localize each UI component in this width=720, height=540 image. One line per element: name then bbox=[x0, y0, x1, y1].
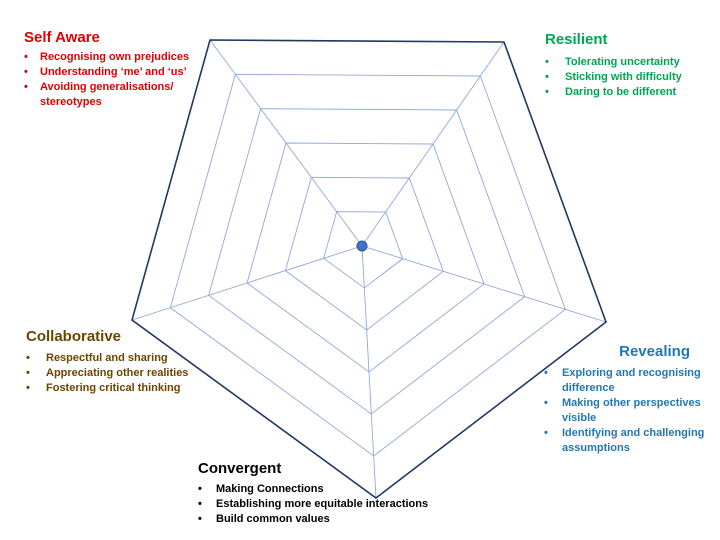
collaborative-item: Appreciating other realities bbox=[26, 366, 226, 381]
radar-ring bbox=[323, 211, 404, 289]
collaborative-item: Fostering critical thinking bbox=[26, 381, 226, 396]
self-aware-item-continuation: stereotypes bbox=[40, 96, 102, 108]
revealing-item: Exploring and recognising difference bbox=[544, 366, 716, 396]
collaborative-title: Collaborative bbox=[26, 328, 122, 345]
radar-ring bbox=[208, 108, 526, 415]
revealing-item: Identifying and challenging assumptions bbox=[544, 426, 716, 456]
radar-ring bbox=[246, 142, 485, 373]
resilient-item: Tolerating uncertainty bbox=[545, 55, 715, 70]
collaborative-list: Respectful and sharing Appreciating othe… bbox=[26, 351, 226, 396]
self-aware-item: Recognising own prejudices bbox=[24, 50, 224, 65]
revealing-group: Revealing Exploring and recognising diff… bbox=[544, 343, 716, 456]
revealing-list: Exploring and recognising difference Mak… bbox=[544, 366, 716, 456]
self-aware-item: Avoiding generalisations/ bbox=[24, 80, 224, 95]
collaborative-item: Respectful and sharing bbox=[26, 351, 226, 366]
resilient-list: Tolerating uncertainty Sticking with dif… bbox=[545, 55, 715, 100]
revealing-item: Making other perspectives visible bbox=[544, 396, 716, 426]
resilient-title: Resilient bbox=[545, 31, 608, 48]
radar-ring bbox=[169, 73, 566, 457]
radar-outer-ring bbox=[131, 39, 607, 499]
convergent-title: Convergent bbox=[198, 460, 282, 477]
collaborative-group: Collaborative Respectful and sharing App… bbox=[26, 328, 226, 396]
convergent-list: Making Connections Establishing more equ… bbox=[198, 482, 458, 527]
convergent-item: Build common values bbox=[198, 512, 458, 527]
convergent-item: Establishing more equitable interactions bbox=[198, 497, 458, 512]
convergent-group: Convergent Making Connections Establishi… bbox=[198, 460, 458, 527]
self-aware-list: Recognising own prejudices Understanding… bbox=[24, 50, 224, 110]
convergent-item: Making Connections bbox=[198, 482, 458, 497]
self-aware-title: Self Aware bbox=[24, 29, 100, 46]
revealing-title: Revealing bbox=[619, 343, 690, 360]
resilient-group: Resilient Tolerating uncertainty Stickin… bbox=[545, 31, 715, 100]
self-aware-group: Self Aware Recognising own prejudices Un… bbox=[24, 29, 224, 110]
center-dot bbox=[356, 240, 368, 252]
radar-ring bbox=[284, 176, 444, 331]
resilient-item: Sticking with difficulty bbox=[545, 70, 715, 85]
self-aware-item: Understanding ‘me’ and ‘us’ bbox=[24, 65, 224, 80]
resilient-item: Daring to be different bbox=[545, 85, 715, 100]
